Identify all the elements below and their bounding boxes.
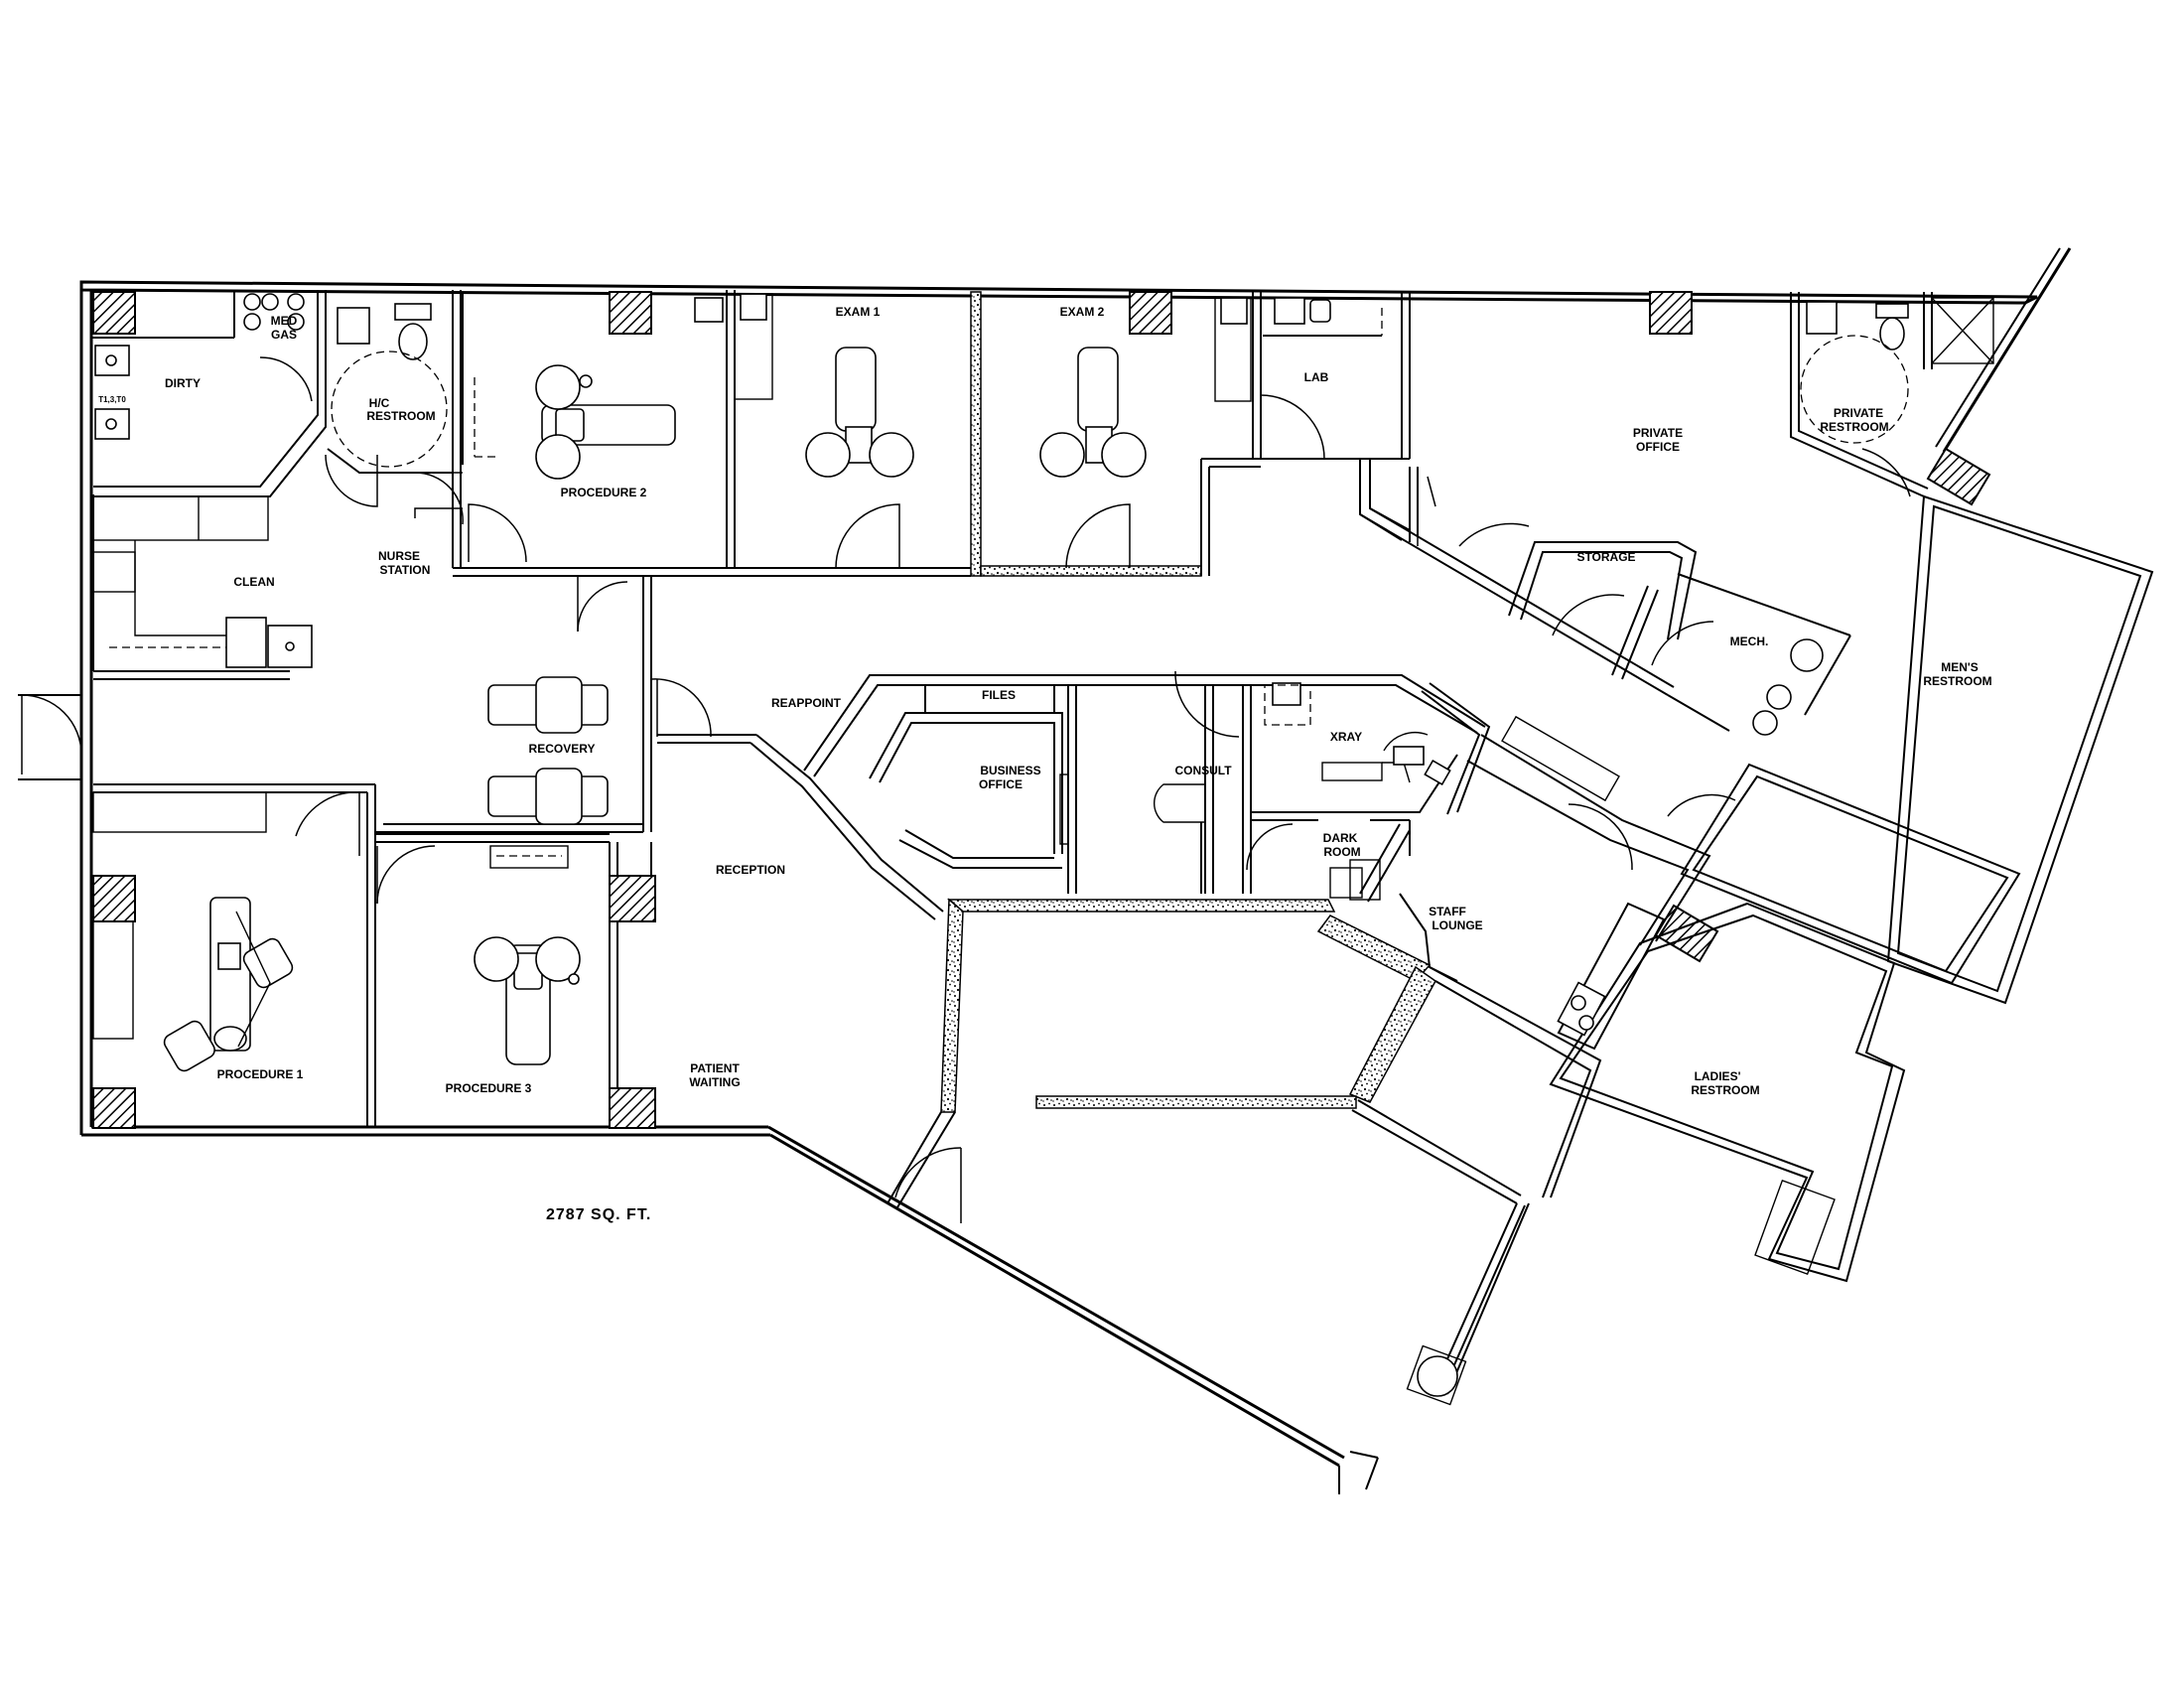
top-row-walls [91,290,1994,732]
room-label-dark-room-2: ROOM [1323,845,1360,859]
room-label-lab: LAB [1304,370,1329,384]
room-label-storage: STORAGE [1576,550,1635,564]
room-label-med-gas-2: GAS [271,328,297,342]
middle-walls [92,494,1486,1208]
room-label-nurse-station-1: NURSE [378,549,420,563]
room-label-business-office-2: OFFICE [979,777,1023,791]
room-label-patient-waiting-1: PATIENT [690,1061,740,1075]
room-label-recovery: RECOVERY [529,742,596,756]
room-label-private-restroom-1: PRIVATE [1834,406,1883,420]
east-wing-walls [1549,494,2154,1283]
room-label-staff-lounge-2: LOUNGE [1432,918,1482,932]
room-label-mens-restroom-2: RESTROOM [1923,674,1991,688]
room-label-business-office-1: BUSINESS [980,764,1040,777]
fixtures [94,293,1909,1072]
staff-lounge-walls [1316,682,1711,1406]
lower-left-walls [92,783,652,1128]
room-label-reception: RECEPTION [716,863,785,877]
room-label-hc-restroom-2: RESTROOM [366,409,435,423]
room-label-private-restroom-2: RESTROOM [1820,420,1888,434]
room-labels: DIRTY MED GAS T1,3,T0 H/C RESTROOM PROCE… [98,305,1991,1223]
room-label-med-gas-1: MED [271,314,298,328]
room-label-files: FILES [982,688,1016,702]
doors [295,394,1911,1223]
room-label-tank-tag: T1,3,T0 [98,395,126,404]
columns [92,291,1991,1129]
room-label-mech: MECH. [1730,634,1769,648]
room-label-ladies-restroom-1: LADIES' [1695,1069,1741,1083]
room-label-private-office-1: PRIVATE [1633,426,1683,440]
exterior-walls [79,247,2072,1494]
square-footage-label: 2787 SQ. FT. [546,1206,651,1223]
room-label-hc-restroom-1: H/C [369,396,390,410]
room-label-exam-1: EXAM 1 [836,305,881,319]
west-entry-door[interactable] [18,694,82,780]
room-label-clean: CLEAN [233,575,274,589]
room-label-mens-restroom-1: MEN'S [1941,660,1979,674]
room-label-dirty: DIRTY [165,376,201,390]
room-label-procedure-2: PROCEDURE 2 [561,486,647,499]
room-label-reappoint: REAPPOINT [771,696,842,710]
room-label-dark-room-1: DARK [1323,831,1358,845]
room-label-patient-waiting-2: WAITING [689,1075,740,1089]
room-label-exam-2: EXAM 2 [1060,305,1105,319]
room-label-ladies-restroom-2: RESTROOM [1691,1083,1759,1097]
room-label-private-office-2: OFFICE [1636,440,1680,454]
room-label-nurse-station-2: STATION [380,563,431,577]
room-label-xray: XRAY [1330,730,1362,744]
room-label-staff-lounge-1: STAFF [1429,905,1466,918]
room-label-consult: CONSULT [1174,764,1232,777]
room-label-procedure-3: PROCEDURE 3 [446,1081,532,1095]
room-label-procedure-1: PROCEDURE 1 [217,1067,304,1081]
